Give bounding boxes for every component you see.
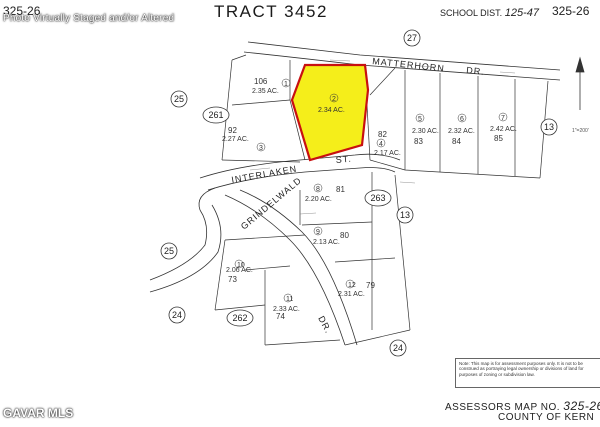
- lot-circle: [498, 112, 508, 122]
- lot-circle: [457, 113, 467, 123]
- lot-parcel: 82: [378, 130, 387, 139]
- school-dist-label: SCHOOL DIST.: [440, 8, 503, 18]
- adjoining-map-number: 24: [172, 310, 182, 320]
- lot-id: 6: [460, 116, 464, 123]
- tract-title: TRACT 3452: [214, 2, 328, 21]
- lot-id: 1: [284, 81, 288, 88]
- adjoining-map-circle: [389, 339, 407, 357]
- lot-circle: [313, 183, 323, 193]
- lot-id: 3: [259, 145, 263, 152]
- adjoining-map-circle: [403, 29, 421, 47]
- lot-parcel: 73: [228, 275, 237, 284]
- map-number-left: 325-26: [3, 4, 41, 18]
- lot-parcel: 79: [366, 281, 375, 290]
- lot-id: 4: [379, 141, 383, 148]
- lot-acres: 2.27 AC.: [222, 136, 249, 143]
- adjoining-map-circle: [170, 90, 188, 108]
- highlighted-lot: [290, 63, 370, 162]
- adjoining-map-circle: [226, 309, 254, 327]
- lot-id: 12: [348, 282, 356, 289]
- lot-acres: 2.30 AC.: [412, 128, 439, 135]
- adjoining-map-circle: [160, 242, 178, 260]
- adjoining-map-markers: [160, 29, 558, 357]
- assessor-number: 325-26: [563, 399, 600, 413]
- adjoining-map-number: 13: [544, 122, 554, 132]
- lot-circle: [376, 138, 386, 148]
- adjoining-map-number: 25: [164, 246, 174, 256]
- adjoining-map-number: 27: [407, 33, 417, 43]
- adjoining-map-circle: [168, 306, 186, 324]
- lot-acres: 2.20 AC.: [305, 196, 332, 203]
- lot-acres: 2.13 AC.: [313, 239, 340, 246]
- lot-id: 8: [316, 186, 320, 193]
- adjoining-map-number: 24: [393, 343, 403, 353]
- assessment-notice: Note: This map is for assessment purpose…: [455, 358, 600, 388]
- adjoining-map-number: 262: [232, 313, 247, 323]
- lot-circle: [313, 226, 323, 236]
- lot-acres: 2.34 AC.: [318, 107, 345, 114]
- lot-circle: [415, 113, 425, 123]
- interlaken-road: [199, 153, 401, 191]
- lot-circle: [345, 279, 355, 289]
- lot-id: 10: [237, 262, 245, 269]
- lot-circle: [329, 93, 339, 103]
- adjoining-map-circle: [364, 189, 392, 207]
- lot-labels: 106 2.35 AC. 1 2 2.34 AC. 92 2.27 AC. 3 …: [222, 77, 517, 321]
- western-road: [149, 187, 222, 293]
- north-arrow: [575, 56, 585, 110]
- adjoining-map-circle: [202, 106, 230, 124]
- lot-acres: 2.42 AC.: [490, 126, 517, 133]
- adjoining-map-number: 13: [400, 210, 410, 220]
- lot-parcel: 85: [494, 134, 503, 143]
- adjoining-map-number: 263: [370, 193, 385, 203]
- school-district: SCHOOL DIST. 125-47: [440, 8, 539, 19]
- school-dist-value: 125-47: [504, 7, 539, 19]
- dimension-marks: [249, 59, 516, 215]
- lot-parcel: 92: [228, 126, 237, 135]
- adjoining-map-numbers: 27 25 261 13 263 13 25 24 262 24: [164, 33, 554, 353]
- adjoining-map-number: 25: [174, 94, 184, 104]
- lot-id: 9: [316, 229, 320, 236]
- lot-parcel: 74: [276, 312, 285, 321]
- lot-parcel: 106: [254, 77, 268, 86]
- lot-acres: 2.35 AC.: [252, 88, 279, 95]
- lot-acres: 2.06 AC.: [226, 267, 253, 274]
- lot-circle: [281, 78, 291, 88]
- staged-notice: Photo Virtually Staged and/or Altered: [3, 13, 175, 24]
- lot-id: 11: [286, 296, 293, 303]
- lot-id: 7: [501, 115, 505, 122]
- lot-acres: 2.17 AC.: [374, 150, 401, 157]
- assessor-map-number: ASSESSORS MAP NO. 325-26: [445, 400, 600, 413]
- county-label: COUNTY OF KERN: [498, 412, 595, 423]
- lot-acres: 2.33 AC.: [273, 306, 300, 313]
- interlaken-suffix: ST.: [335, 154, 352, 165]
- map-number-right: 325-26: [552, 4, 590, 18]
- lot-id: 2: [332, 96, 336, 103]
- lot-parcel: 80: [340, 231, 349, 240]
- assessor-label: ASSESSORS MAP NO.: [445, 402, 561, 413]
- adjoining-map-number: 261: [208, 110, 223, 120]
- parcel-lines: [214, 54, 549, 346]
- mls-watermark: GAVAR MLS: [3, 406, 74, 420]
- lot-id: 5: [418, 116, 422, 123]
- adjoining-map-circle: [540, 118, 558, 136]
- grindelwald-suffix: DR.: [316, 314, 334, 335]
- lot-circle: [256, 142, 266, 152]
- lot-acres: 2.32 AC.: [448, 128, 475, 135]
- scale-label: 1"=200': [572, 128, 589, 134]
- lot-circle: [283, 293, 293, 303]
- lot-circle: [234, 259, 244, 269]
- lot-parcel: 81: [336, 185, 345, 194]
- lot-parcel: 84: [452, 137, 461, 146]
- lot-parcel: 83: [414, 137, 423, 146]
- matterhorn-suffix: DR.: [466, 65, 485, 77]
- adjoining-map-circle: [396, 206, 414, 224]
- lot-acres: 2.31 AC.: [338, 291, 365, 298]
